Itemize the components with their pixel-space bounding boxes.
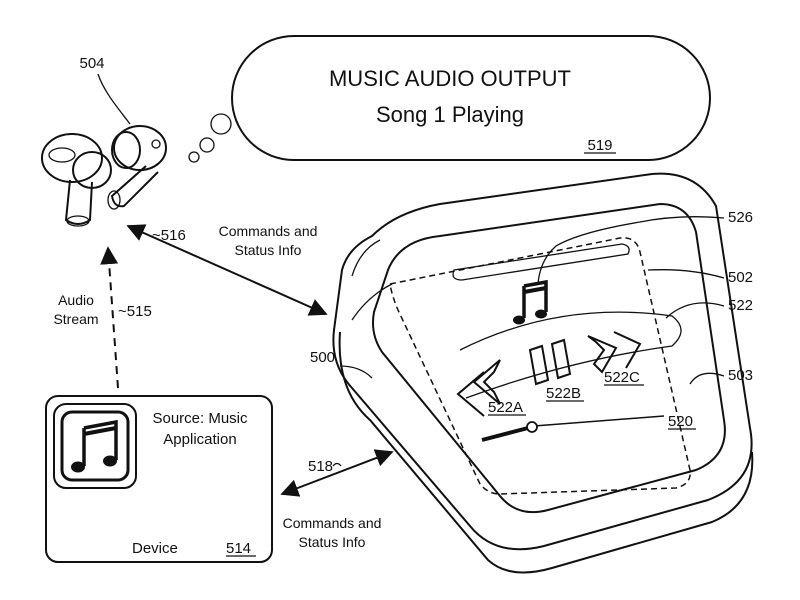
rewind-icon — [456, 359, 501, 417]
case-ref-screen: 502 — [728, 269, 753, 286]
device-source-line2: Application — [163, 431, 236, 448]
app-icon-inner — [60, 410, 130, 482]
case-ref-controls: 522 — [728, 297, 753, 314]
app-icon-outer — [53, 403, 137, 489]
earbuds-ref: 504 — [79, 55, 104, 72]
commands-top-ref: ~516 — [152, 227, 186, 244]
commands-bottom-ref: 518 — [308, 458, 333, 475]
commands-top-link: Commands and Status Info ~516 — [126, 223, 328, 316]
commands-top-line2: Status Info — [235, 242, 302, 258]
source-device: Source: Music Application Device 514 — [45, 395, 273, 563]
commands-bottom-link: Commands and Status Info 518 — [280, 449, 394, 550]
commands-top-arrow — [126, 224, 328, 316]
audio-stream-arrow — [100, 246, 119, 389]
bubble-dot-medium — [199, 137, 215, 153]
case-ref-top: 526 — [728, 209, 753, 226]
case-screen — [389, 237, 691, 495]
music-note-icon — [71, 419, 118, 473]
audio-stream-link: Audio Stream ~515 — [53, 246, 152, 389]
case-music-note-icon — [513, 279, 548, 325]
right-earbud — [107, 125, 167, 210]
earbud-case: 522A 522B 522C 520 — [332, 172, 754, 574]
fast-forward-icon — [587, 331, 642, 374]
case-bottom-rim — [338, 331, 754, 574]
bubble-ref: 519 — [587, 137, 612, 154]
left-earbud — [41, 133, 112, 227]
commands-top-line1: Commands and — [219, 223, 318, 239]
commands-bottom-arrow — [280, 449, 394, 497]
commands-bottom-line1: Commands and — [283, 515, 382, 531]
pause-ref: 522B — [546, 385, 581, 402]
audio-label-line1: Audio — [58, 292, 94, 308]
audio-ref: ~515 — [118, 303, 152, 320]
device-outline — [45, 395, 273, 563]
earbuds: 504 — [41, 55, 167, 227]
bubble-dot-large — [210, 113, 232, 135]
device-label: Device — [132, 540, 178, 557]
bubble-subtitle: Song 1 Playing — [376, 102, 524, 127]
case-ref: 500 — [310, 349, 335, 366]
display-ref: 520 — [668, 413, 693, 430]
case-slot — [452, 243, 630, 281]
device-source-line1: Source: Music — [152, 410, 248, 427]
case-top-face — [372, 202, 726, 514]
bubble-dot-small — [188, 151, 200, 163]
bubble-outline — [231, 35, 711, 161]
earbuds-leader — [97, 73, 131, 125]
case-refs: 500 526 502 522 503 — [310, 209, 753, 385]
audio-label-line2: Stream — [53, 311, 98, 327]
rewind-ref: 522A — [488, 399, 523, 416]
forward-ref: 522C — [604, 369, 640, 386]
progress-slider — [481, 415, 665, 442]
bubble-title: MUSIC AUDIO OUTPUT — [329, 66, 571, 91]
pause-icon — [528, 338, 572, 386]
device-ref: 514 — [226, 540, 251, 557]
case-outer-shell — [332, 172, 753, 551]
music-output-bubble: MUSIC AUDIO OUTPUT Song 1 Playing 519 — [188, 35, 711, 163]
commands-bottom-line2: Status Info — [299, 534, 366, 550]
case-ref-edge: 503 — [728, 367, 753, 384]
